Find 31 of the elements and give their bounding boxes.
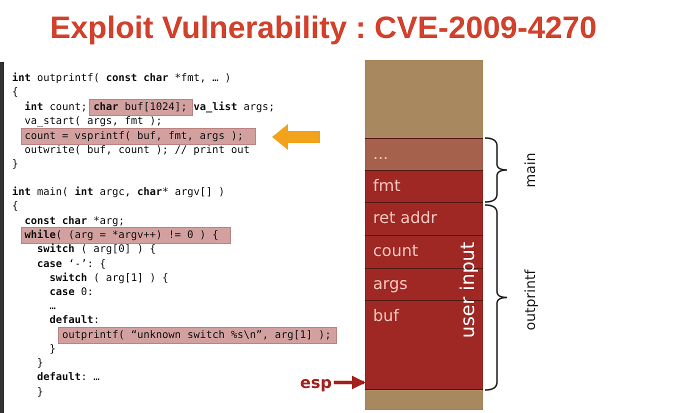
code-line: count = vsprintf( buf, fmt, args );	[24, 129, 244, 143]
bracket-label: outprintf	[523, 270, 539, 330]
overlay-text: user input	[457, 242, 479, 338]
slide-title: Exploit Vulnerability : CVE-2009-4270	[50, 10, 597, 46]
code-line: va_start( args, fmt );	[24, 114, 162, 128]
code-line: }	[50, 342, 56, 356]
code-line: outwrite( buf, count ); // print out	[24, 143, 250, 157]
stack-cell: ...	[365, 138, 483, 170]
code-line: outprintf( “unknown switch %s\n”, arg[1] );	[62, 328, 332, 342]
bracket-label: main	[523, 152, 539, 188]
code-line: switch ( arg[1] ) {	[50, 271, 168, 285]
arrow	[334, 376, 366, 390]
code-line: const char *arg;	[24, 214, 125, 228]
code-line: switch ( arg[0] ) {	[37, 242, 156, 256]
code-line: int outprintf( const char *fmt, … )	[12, 71, 231, 85]
code-line: }	[37, 356, 44, 370]
code-line: while( (arg = *argv++) != 0 ) {	[24, 228, 218, 242]
code-line: int main( int argc, char* argv[] )	[12, 185, 225, 199]
code-line: }	[37, 385, 44, 399]
code-line: …	[50, 299, 56, 313]
code-line: case 0:	[50, 285, 94, 299]
code-line: int count; char buf[1024]; va_list args;	[24, 100, 275, 114]
code-line: {	[12, 199, 18, 213]
code-line: case ‘-’: {	[37, 257, 106, 271]
code-line: default:	[50, 313, 100, 327]
stack-cell: ret addr	[365, 202, 483, 235]
stack-cell: fmt	[365, 170, 483, 202]
code-line: {	[12, 85, 18, 99]
code-line: }	[12, 157, 18, 171]
code-line: default: …	[37, 370, 100, 384]
pointer-label: esp	[300, 373, 332, 392]
